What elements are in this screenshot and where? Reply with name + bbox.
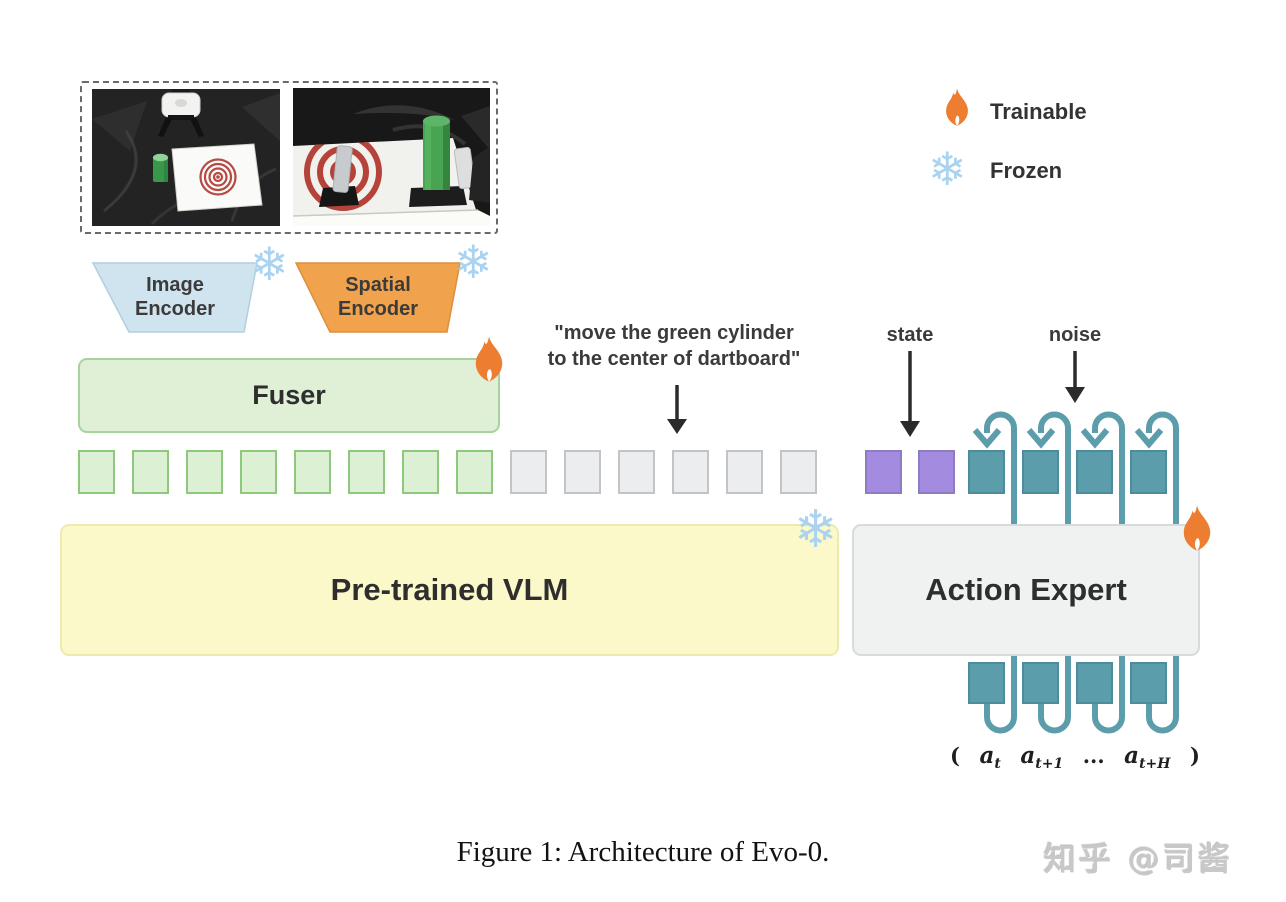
language-token <box>510 450 547 494</box>
action-output-token <box>968 662 1005 704</box>
language-token <box>726 450 763 494</box>
down-arrow-icon <box>900 351 920 437</box>
instruction-line2: to the center of dartboard" <box>547 348 801 370</box>
vision-token <box>402 450 439 494</box>
state-token <box>865 450 902 494</box>
snowflake-icon: ❄ <box>928 142 967 196</box>
wrist-camera-image <box>293 88 490 226</box>
language-token <box>672 450 709 494</box>
language-token <box>780 450 817 494</box>
image-encoder-label-line2: Encoder <box>134 298 216 320</box>
snowflake-icon: ❄ <box>794 500 838 560</box>
vision-token <box>78 450 115 494</box>
flame-icon <box>946 88 968 126</box>
noise-label: noise <box>1048 324 1102 346</box>
spatial-encoder-block: Spatial Encoder <box>295 262 461 333</box>
action-expert-block: Action Expert <box>852 524 1200 656</box>
action-output-token-row <box>968 662 1167 704</box>
vision-token <box>294 450 331 494</box>
action-output-labels: ( at at+1 ... at+H ) <box>950 742 1200 772</box>
vision-token <box>348 450 385 494</box>
flame-icon <box>1183 505 1211 551</box>
image-encoder-label-line1: Image <box>146 274 204 296</box>
vision-token <box>132 450 169 494</box>
open-paren: ( <box>950 743 960 768</box>
snowflake-icon: ❄ <box>250 237 289 291</box>
pretrained-vlm-block: Pre-trained VLM <box>60 524 839 656</box>
legend-trainable-label: Trainable <box>990 99 1087 124</box>
ellipsis: ... <box>1082 743 1105 768</box>
vision-token <box>186 450 223 494</box>
image-encoder-block: Image Encoder <box>92 262 258 333</box>
instruction-text: "move the green cylinder to the center o… <box>516 320 832 372</box>
trapezoid-shape <box>92 262 258 333</box>
state-label: state <box>886 324 934 346</box>
action-input-token <box>1022 450 1059 494</box>
fuser-block: Fuser <box>78 358 500 433</box>
state-token <box>918 450 955 494</box>
action-expert-label: Action Expert <box>925 572 1127 607</box>
spatial-encoder-label-line1: Spatial <box>345 274 411 296</box>
action-label-tH: at+H <box>1124 742 1171 772</box>
action-output-token <box>1076 662 1113 704</box>
trapezoid-shape <box>295 262 461 333</box>
action-output-token <box>1130 662 1167 704</box>
fuser-label: Fuser <box>252 380 326 410</box>
action-input-token <box>1130 450 1167 494</box>
vision-token <box>240 450 277 494</box>
language-token-row <box>510 450 817 494</box>
language-token <box>564 450 601 494</box>
vlm-label: Pre-trained VLM <box>330 572 569 607</box>
spatial-encoder-label-line2: Encoder <box>337 298 419 320</box>
close-paren: ) <box>1190 743 1200 768</box>
top-camera-image <box>92 89 280 226</box>
snowflake-icon: ❄ <box>454 235 493 289</box>
action-label-t: at <box>979 742 1001 772</box>
camera-images-box <box>80 81 498 234</box>
instruction-line1: "move the green cylinder <box>554 322 794 344</box>
state-token-row <box>865 450 955 494</box>
action-input-token <box>1076 450 1113 494</box>
vision-token <box>456 450 493 494</box>
language-token <box>618 450 655 494</box>
vision-token-row <box>78 450 493 494</box>
action-input-token <box>968 450 1005 494</box>
down-arrow-icon <box>667 385 687 434</box>
legend-frozen-label: Frozen <box>990 158 1063 183</box>
flame-icon <box>475 336 503 382</box>
action-label-t1: at+1 <box>1020 742 1064 772</box>
action-output-token <box>1022 662 1059 704</box>
action-input-token-row <box>968 450 1167 494</box>
figure-caption: Figure 1: Architecture of Evo-0. <box>456 836 830 868</box>
down-arrow-icon <box>1065 351 1085 403</box>
watermark: 知乎 @司酱 <box>1044 840 1234 878</box>
